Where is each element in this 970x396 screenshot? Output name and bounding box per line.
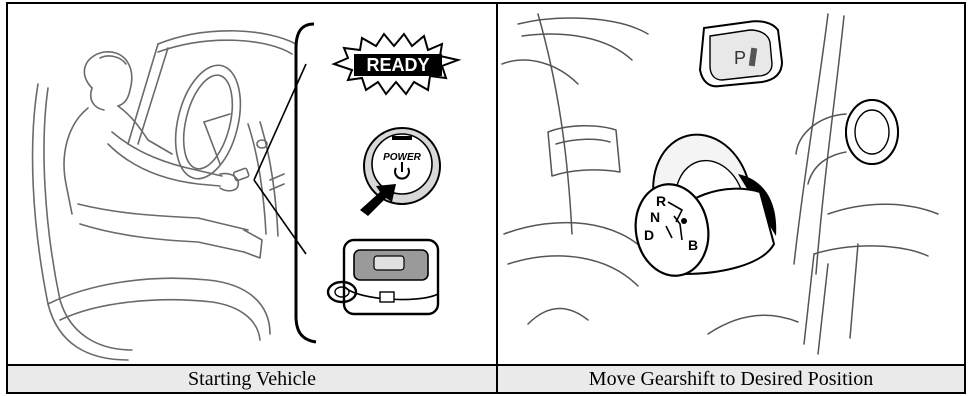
ready-label: READY	[366, 55, 429, 75]
callout-bracket	[296, 24, 316, 342]
gearshift-illustration: P R N D B	[498, 4, 964, 364]
instruction-table: READY POWER	[6, 2, 966, 394]
driver-illustration	[33, 31, 296, 360]
caption-move-gearshift: Move Gearshift to Desired Position	[498, 366, 964, 392]
gear-letter-r: R	[656, 193, 666, 209]
round-knob-icon	[846, 100, 898, 164]
smart-key-icon	[328, 240, 438, 314]
starting-vehicle-panel: READY POWER	[8, 4, 496, 364]
power-button-icon: POWER	[360, 128, 440, 216]
park-button-icon: P	[700, 21, 782, 86]
caption-row: Starting Vehicle Move Gearshift to Desir…	[8, 366, 964, 392]
gear-letter-b: B	[688, 237, 698, 253]
gear-letter-d: D	[644, 227, 654, 243]
caption-column-divider	[496, 364, 498, 392]
starting-vehicle-illustration: READY POWER	[8, 4, 496, 364]
ready-burst-icon: READY	[334, 34, 458, 94]
gearshift-panel: P R N D B	[498, 4, 964, 364]
caption-starting-vehicle: Starting Vehicle	[8, 366, 496, 392]
power-label: POWER	[383, 152, 422, 163]
park-label: P	[734, 48, 746, 68]
callout-lines	[254, 64, 306, 254]
gear-letter-n: N	[650, 209, 660, 225]
